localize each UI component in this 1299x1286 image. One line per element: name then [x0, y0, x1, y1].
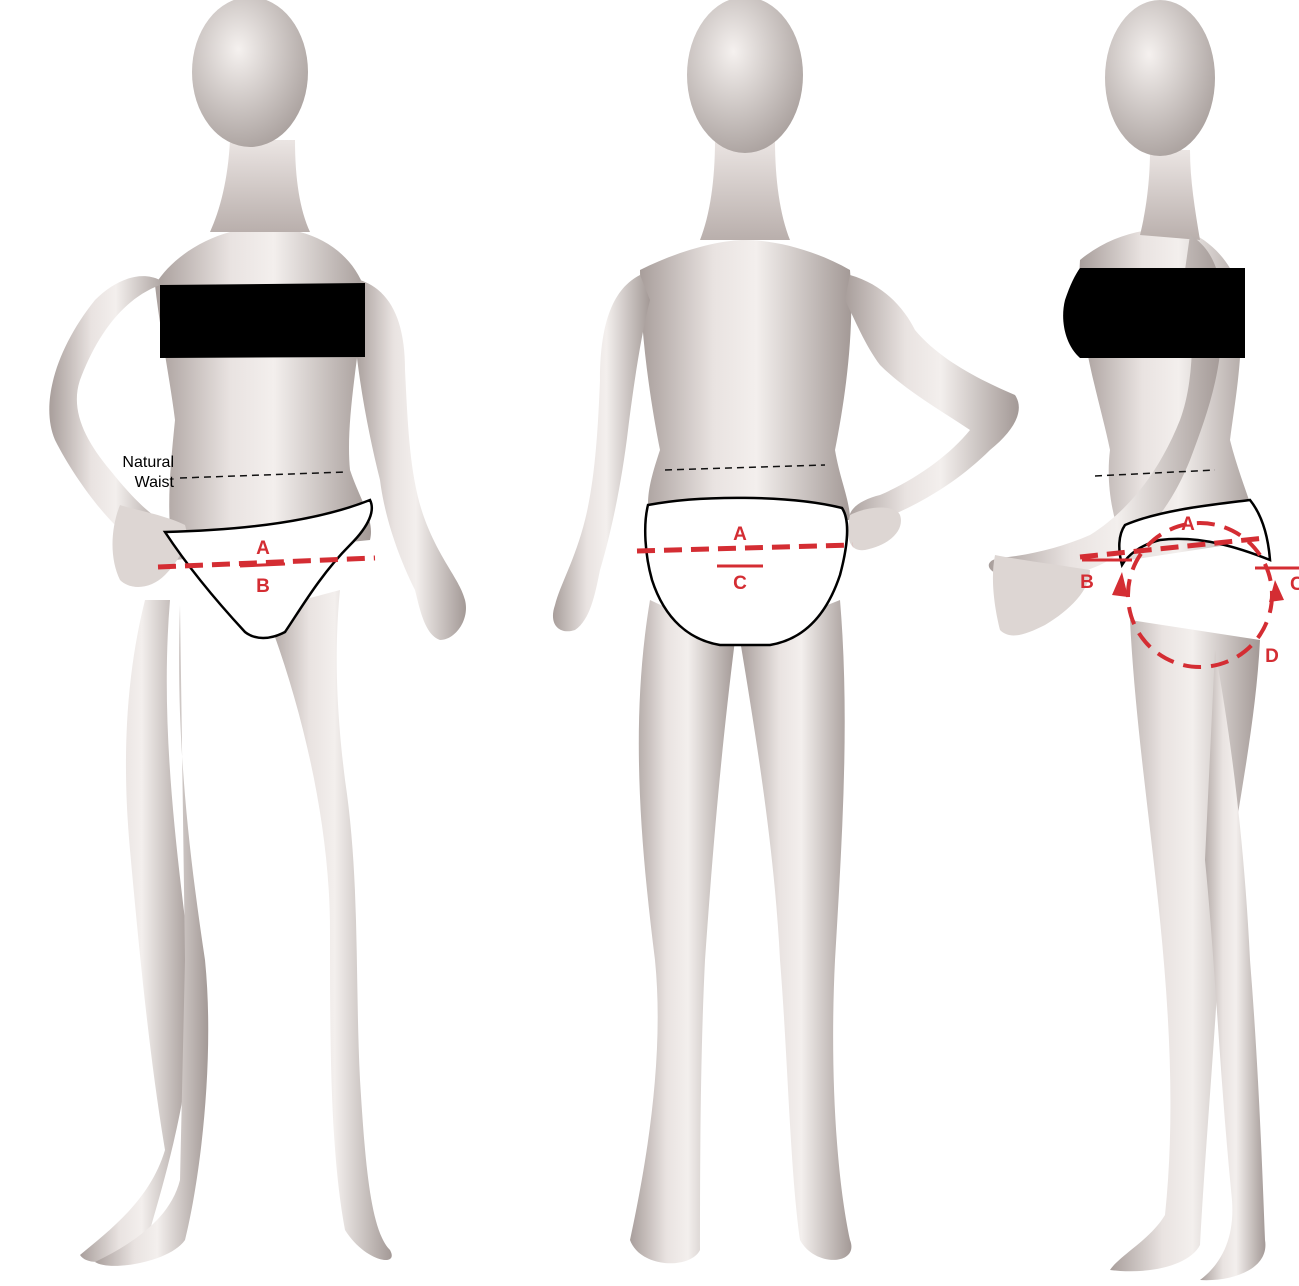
back-view: A C [553, 0, 1019, 1263]
side-label-d: D [1265, 646, 1279, 667]
front-waist-label-line1: Natural [122, 454, 174, 471]
front-label-b: B [256, 576, 270, 597]
side-arrow-right [1269, 580, 1284, 602]
front-waist-label-line2: Waist [135, 474, 175, 491]
side-view: A B C D [989, 0, 1299, 1280]
side-figure [989, 0, 1266, 1280]
front-bandeau [160, 283, 365, 358]
front-label-a: A [256, 538, 270, 559]
back-label-c: C [733, 573, 747, 594]
back-label-a: A [733, 524, 747, 545]
front-view: Natural Waist A B [49, 0, 466, 1266]
side-label-a: A [1181, 514, 1195, 535]
side-label-c: C [1290, 574, 1299, 595]
front-divider [240, 564, 285, 566]
side-arrow-left [1112, 572, 1128, 597]
side-label-b: B [1080, 572, 1094, 593]
side-bandeau [1063, 268, 1245, 358]
